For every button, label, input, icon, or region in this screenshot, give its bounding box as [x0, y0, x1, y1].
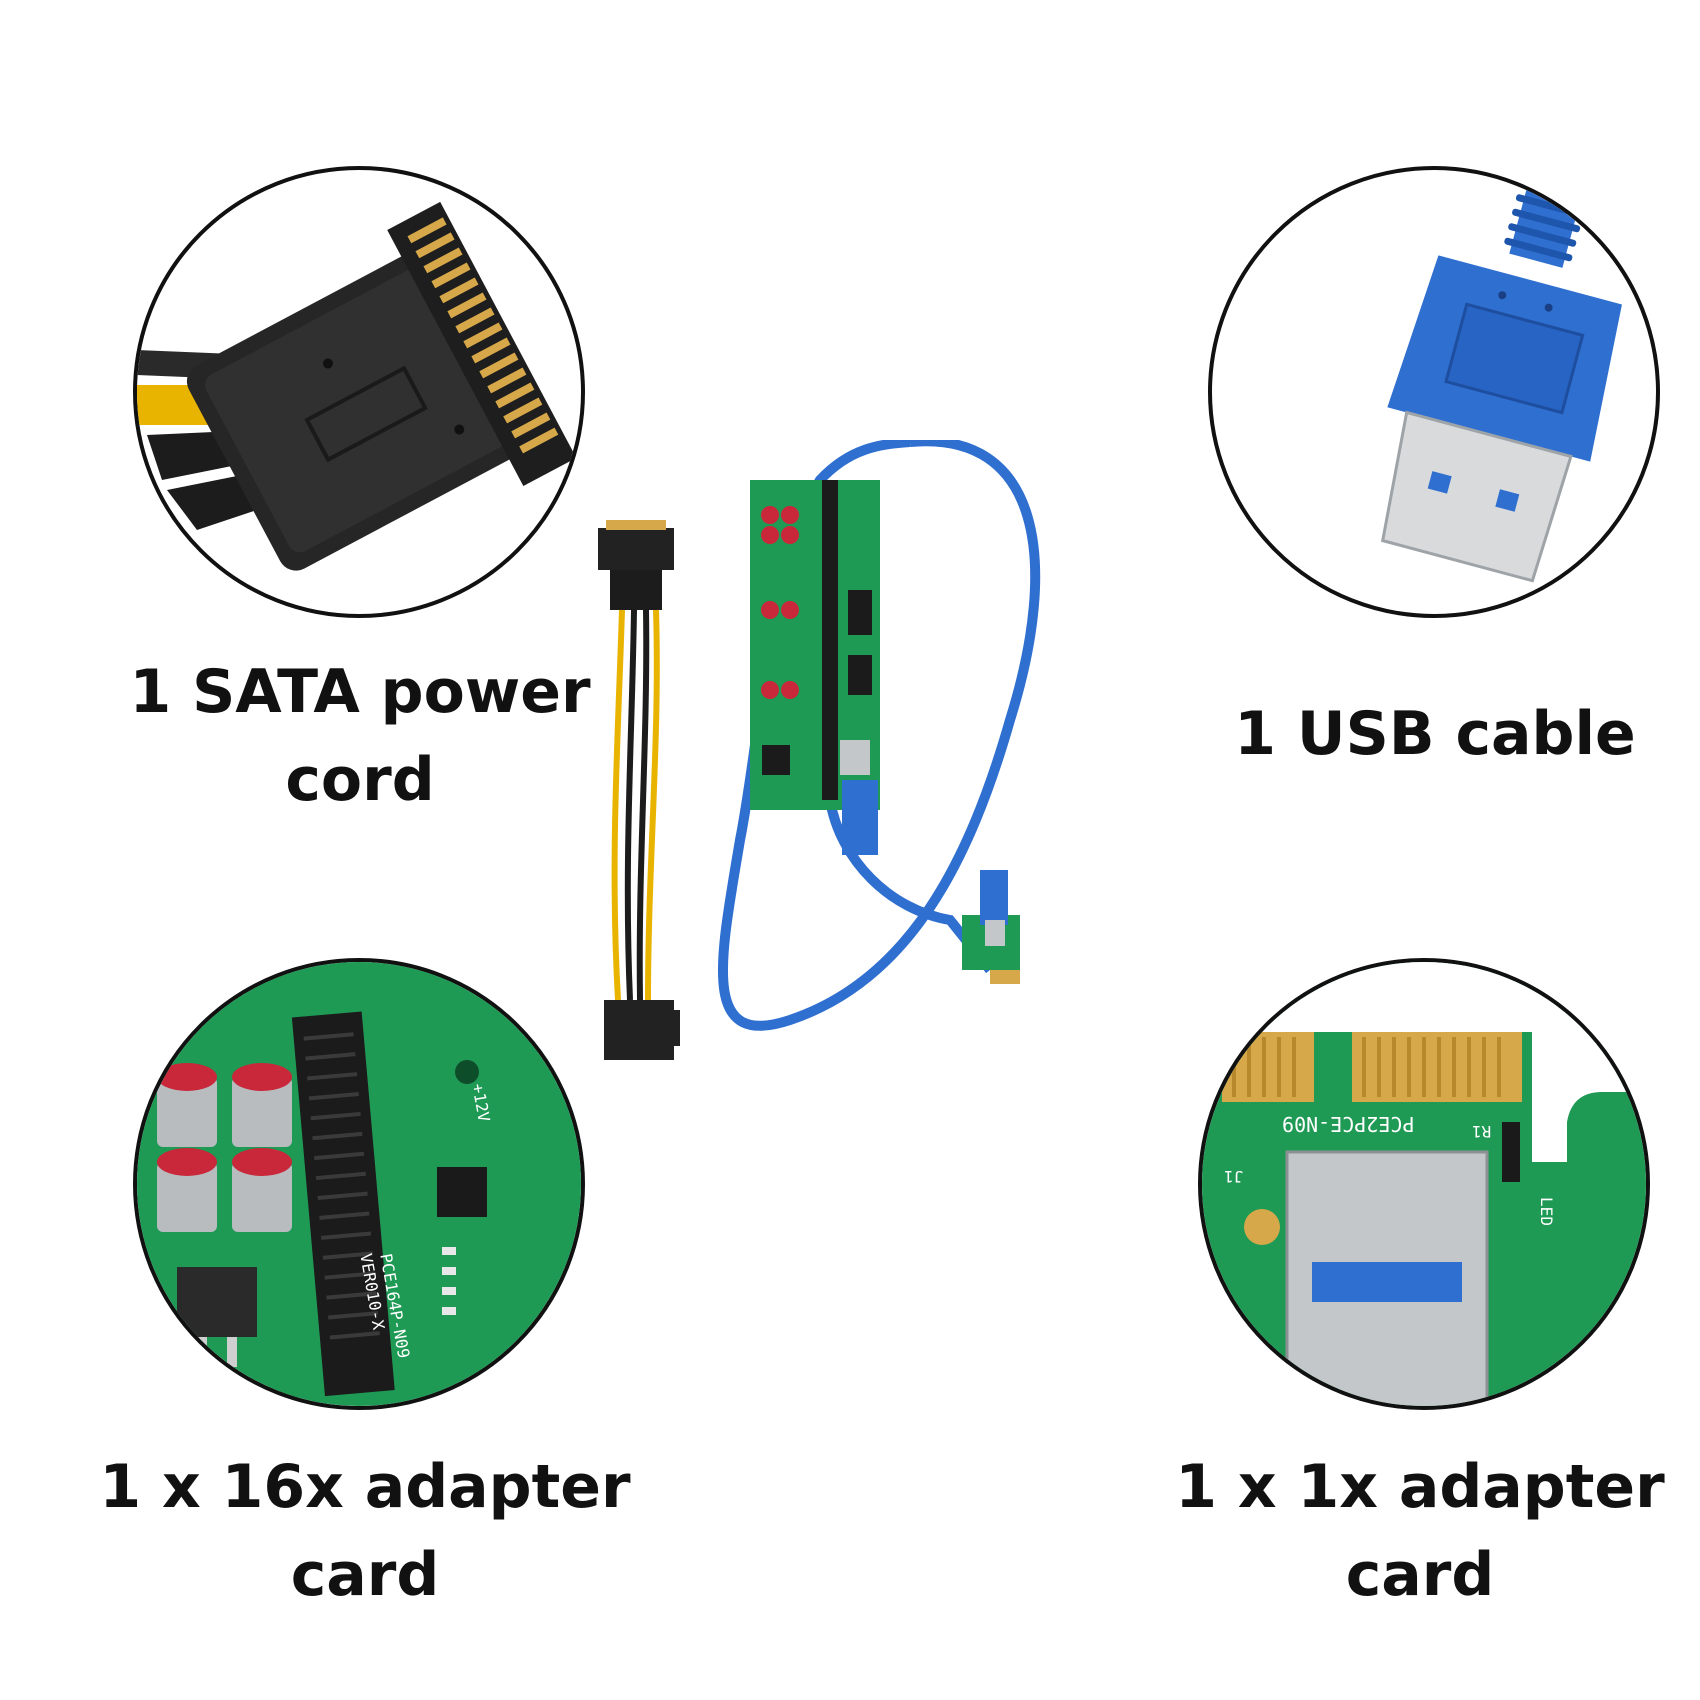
caption-sata-power-cord: 1 SATA power cord — [105, 648, 615, 824]
sata-connector-closeup — [133, 166, 585, 618]
caption-16x-line2: card — [290, 1540, 440, 1610]
caption-1x-adapter-card: 1 x 1x adapter card — [1160, 1443, 1680, 1619]
caption-sata-line2: cord — [285, 745, 435, 815]
riser-1x-board — [962, 870, 1020, 984]
caption-1x-line2: card — [1345, 1540, 1495, 1610]
caption-16x-adapter-card: 1 x 16x adapter card — [95, 1443, 635, 1619]
card1-r1-label: R1 — [1472, 1122, 1492, 1141]
caption-usb-cable: 1 USB cable — [1185, 690, 1685, 778]
sata-power-cable — [598, 520, 680, 1060]
riser-16x-board — [750, 480, 880, 855]
product-assembly — [590, 440, 1150, 1140]
usb-plug-closeup — [1208, 166, 1660, 618]
card1-led-label: LED — [1536, 1197, 1556, 1226]
pcie-1x-card-closeup: PCE2PCE-N09 R1 J1 LED — [1198, 958, 1650, 1410]
card1-j1-label: J1 — [1224, 1167, 1244, 1186]
caption-1x-line1: 1 x 1x adapter — [1175, 1452, 1665, 1522]
caption-usb-line1: 1 USB cable — [1234, 699, 1636, 769]
card1-model-label: PCE2PCE-N09 — [1282, 1112, 1415, 1136]
caption-16x-line1: 1 x 16x adapter — [99, 1452, 631, 1522]
pcie-16x-card-closeup: PCE164P-N09 VER010-X +12V — [133, 958, 585, 1410]
caption-sata-line1: 1 SATA power — [129, 657, 591, 727]
